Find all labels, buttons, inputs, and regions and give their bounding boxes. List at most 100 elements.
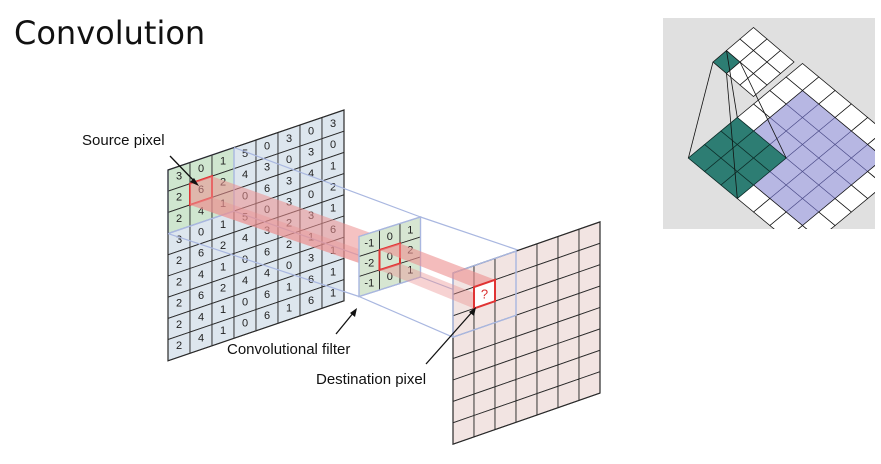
destination-grid-border xyxy=(452,221,601,446)
filter-cell-value: 0 xyxy=(387,251,393,263)
source-cell-value: 4 xyxy=(198,333,204,345)
page-title: Convolution xyxy=(14,14,206,52)
destination-pixel-arrowhead xyxy=(469,307,476,316)
source-cell-value: 2 xyxy=(176,192,182,204)
source-cell-value: 6 xyxy=(264,289,270,301)
source-cell-value: 3 xyxy=(308,253,314,265)
filter-cell-value: 1 xyxy=(407,264,413,276)
destination-pixel-pointer xyxy=(425,310,474,365)
projection-beam-source-filter-lower xyxy=(190,197,400,270)
source-cell-value: 2 xyxy=(176,255,182,267)
conv-filter-arrowhead xyxy=(350,308,357,317)
destination-frame xyxy=(452,250,517,339)
source-cell-value: 2 xyxy=(176,340,182,352)
filter-cell-value: 1 xyxy=(407,224,413,236)
source-cell-value: 2 xyxy=(220,240,226,252)
conv-filter-pointer xyxy=(335,311,355,335)
inset-connector-line xyxy=(726,73,738,199)
inset-padding-cell xyxy=(867,137,875,152)
source-cell-value: 1 xyxy=(286,303,292,315)
inset-input-cell xyxy=(850,144,875,172)
inset-padding-cell xyxy=(850,116,875,146)
destination-pixel-value: ? xyxy=(481,286,488,301)
source-cell-value: 1 xyxy=(220,155,226,167)
source-cell-value: 3 xyxy=(286,197,292,209)
conv-filter-callout: Convolutional filter xyxy=(227,308,357,358)
projection-beam-source-filter xyxy=(190,176,400,270)
source-cell-value: 3 xyxy=(176,234,182,246)
source-cell-value: 1 xyxy=(220,219,226,231)
source-cell-value: 0 xyxy=(330,139,336,151)
inset-output-cell xyxy=(766,49,795,75)
source-cell-value: 0 xyxy=(308,125,314,137)
destination-pixel xyxy=(473,278,496,310)
source-cell-value: 1 xyxy=(220,261,226,273)
inset-padding-cell xyxy=(850,170,875,200)
source-cell-value: 3 xyxy=(176,170,182,182)
source-cell-value: 4 xyxy=(242,275,248,287)
frame-line-top xyxy=(233,146,421,218)
source-cell-value: 2 xyxy=(176,276,182,288)
filter-cell-value: 0 xyxy=(387,231,393,243)
source-cell-value: 0 xyxy=(286,154,292,166)
source-cell-value: 1 xyxy=(330,160,336,172)
filter-cell-value: -1 xyxy=(364,237,374,249)
source-cell-value: 0 xyxy=(198,163,204,175)
source-cell-value: 0 xyxy=(286,260,292,272)
inset-kernel-window-cell xyxy=(752,143,787,173)
source-cell-value: 0 xyxy=(242,296,248,308)
source-cell-value: 1 xyxy=(330,203,336,215)
source-cell-value: 2 xyxy=(220,283,226,295)
source-cell-value: 3 xyxy=(330,118,336,130)
filter-cell-value: 0 xyxy=(387,271,393,283)
inset-padding-cell xyxy=(867,164,875,179)
inset-connector-line xyxy=(739,61,787,159)
source-cell-value: 3 xyxy=(264,162,270,174)
source-cell-value: 4 xyxy=(198,205,204,217)
frame-line-left xyxy=(167,233,360,298)
projection-beam-filter-dest-lower xyxy=(379,263,495,309)
source-cell-value: 1 xyxy=(220,304,226,316)
source-cell-value: 3 xyxy=(308,147,314,159)
source-cell-value: 3 xyxy=(286,175,292,187)
source-cell-value: 6 xyxy=(308,274,314,286)
source-cell-value: 2 xyxy=(176,298,182,310)
conv-filter-label: Convolutional filter xyxy=(227,341,350,358)
source-grid-border xyxy=(167,109,345,362)
source-cell-value: 0 xyxy=(242,318,248,330)
source-cell-value: 1 xyxy=(220,325,226,337)
source-cell-value: 0 xyxy=(242,254,248,266)
frame-line-dest-top xyxy=(420,216,522,252)
filter-frame xyxy=(358,216,422,298)
source-pixel-label: Source pixel xyxy=(82,132,165,149)
projection-beam-filter-dest xyxy=(379,243,495,288)
source-cell-value: 6 xyxy=(264,246,270,258)
frame-line-dest-left xyxy=(358,295,454,338)
source-cell-value: 0 xyxy=(264,140,270,152)
source-cell-value: 2 xyxy=(176,319,182,331)
source-cell-value: 4 xyxy=(242,169,248,181)
source-cell-value: 1 xyxy=(286,281,292,293)
source-pixel-arrowhead xyxy=(190,178,199,186)
source-cell-value: 0 xyxy=(308,189,314,201)
source-cell-value: 3 xyxy=(286,133,292,145)
convolution-diagram: 3015030326243030241063413015030226243231… xyxy=(82,109,601,446)
destination-pixel-callout: Destination pixel xyxy=(316,307,476,388)
inset-connector-line xyxy=(726,50,738,118)
filter-cell-value: -2 xyxy=(364,257,374,269)
source-cell-value: 2 xyxy=(176,213,182,225)
inset-padding-cell xyxy=(797,224,808,229)
source-cell-value: 4 xyxy=(198,311,204,323)
source-pixel-callout: Source pixel xyxy=(82,132,199,186)
filter-cell-value: -1 xyxy=(364,277,374,289)
source-cell-value: 0 xyxy=(198,227,204,239)
source-cell-value: 4 xyxy=(242,233,248,245)
source-cell-value: 6 xyxy=(198,248,204,260)
source-cell-value: 4 xyxy=(198,269,204,281)
source-cell-value: 4 xyxy=(308,168,314,180)
source-cell-value: 6 xyxy=(264,183,270,195)
source-cell-value: 1 xyxy=(330,266,336,278)
overlay-layer: ? xyxy=(473,278,496,310)
source-cell-value: 6 xyxy=(198,290,204,302)
source-cell-value: 2 xyxy=(286,239,292,251)
